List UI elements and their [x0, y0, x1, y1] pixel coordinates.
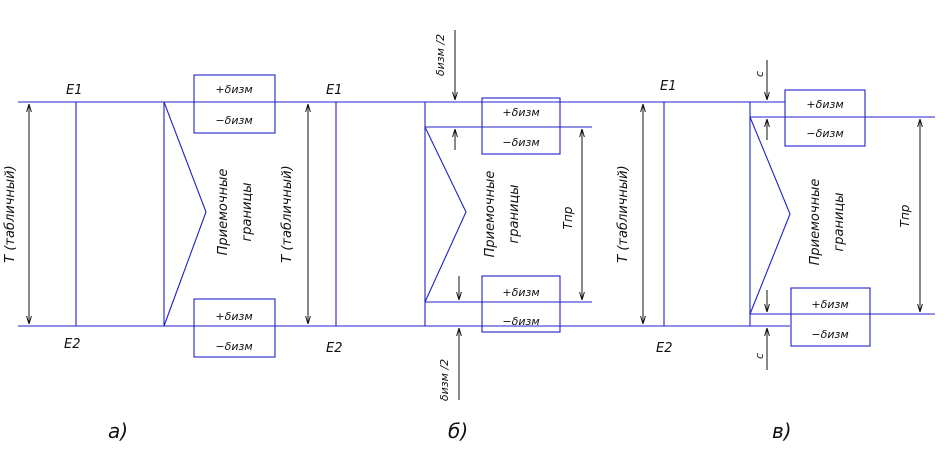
acceptance-label-2-c: границы	[832, 192, 847, 251]
delta-box-top-a	[193, 74, 276, 134]
plus-delta-bottom-a: +δизм	[215, 310, 252, 323]
e1-label-a: E1	[66, 83, 83, 98]
acceptance-label-1-a: Приемочные	[216, 169, 231, 256]
plus-delta-bottom-c: +δизм	[811, 298, 848, 311]
acceptance-chevron-b	[424, 126, 467, 303]
t-table-label-c: T (табличный)	[616, 165, 631, 262]
c-label-top: c	[753, 71, 766, 77]
t-pr-label-c: Tпр	[898, 204, 912, 227]
e1-label-c: E1	[660, 79, 677, 94]
c-label-bottom: c	[753, 353, 766, 359]
delta-box-bottom-c	[790, 287, 871, 347]
acceptance-label-2-a: границы	[240, 182, 255, 241]
half-delta-label-bottom: δизм /2	[438, 359, 451, 401]
minus-delta-top-a: −δизм	[215, 114, 252, 127]
minus-delta-top-b: −δизм	[502, 136, 539, 149]
e2-label-c: E2	[656, 341, 673, 356]
acceptance-label-1-b: Приемочные	[483, 171, 498, 258]
e2-label-b: E2	[326, 341, 343, 356]
plus-delta-top-b: +δизм	[502, 106, 539, 119]
panel-label-a: а)	[108, 419, 128, 443]
plus-delta-top-c: +δизм	[806, 98, 843, 111]
acceptance-chevron-c	[749, 116, 791, 315]
acceptance-label-1-c: Приемочные	[808, 179, 823, 266]
panel-a: T (табличный) E1 E2 +δизм −δизм +δизм −δ…	[3, 74, 425, 443]
acceptance-label-2-b: границы	[507, 184, 522, 243]
half-delta-label-top: δизм /2	[434, 34, 447, 76]
acceptance-chevron-a	[163, 101, 207, 327]
delta-box-top-b	[481, 97, 561, 155]
minus-delta-bottom-b: −δизм	[502, 315, 539, 328]
panel-label-c: в)	[772, 419, 792, 443]
panel-b: T (табличный) E1 E2 δизм /2 δизм /2 +δиз…	[280, 30, 760, 443]
panel-c: T (табличный) E1 E2 c c +δизм −δизм +δиз…	[616, 60, 935, 443]
t-pr-label-b: Tпр	[561, 206, 575, 229]
delta-box-top-c	[784, 89, 866, 147]
plus-delta-top-a: +δизм	[215, 83, 252, 96]
minus-delta-bottom-a: −δизм	[215, 340, 252, 353]
minus-delta-bottom-c: −δизм	[811, 328, 848, 341]
panel-label-b: б)	[448, 419, 468, 443]
e2-label-a: E2	[64, 337, 81, 352]
e1-label-b: E1	[326, 83, 343, 98]
delta-box-bottom-b	[481, 275, 561, 333]
t-table-label-b: T (табличный)	[280, 165, 295, 262]
minus-delta-top-c: −δизм	[806, 127, 843, 140]
plus-delta-bottom-b: +δизм	[502, 286, 539, 299]
delta-box-bottom-a	[193, 298, 276, 358]
t-table-label-a: T (табличный)	[3, 165, 18, 262]
